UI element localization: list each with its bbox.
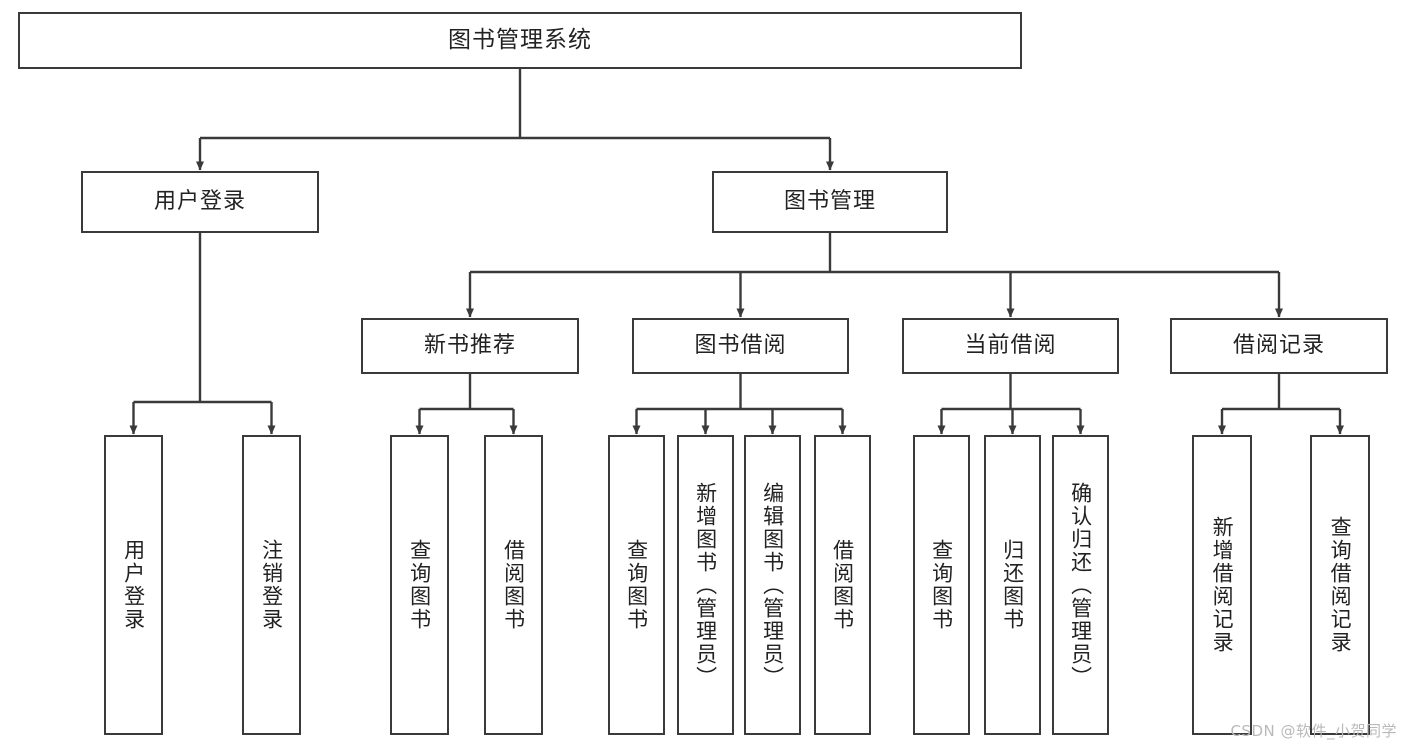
node-label: 用户登录	[121, 539, 146, 631]
leaf-leaf-query-book-borrow[interactable]: 查询图书	[608, 435, 665, 735]
node-label: 借阅记录	[1232, 332, 1325, 358]
node-label: 新增借阅记录	[1210, 516, 1235, 654]
node-new-book-recommend[interactable]: 新书推荐	[361, 318, 579, 374]
node-label: 图书管理系统	[448, 26, 592, 53]
watermark-text: CSDN @软件_小贺同学	[1230, 722, 1397, 740]
node-label: 新书推荐	[423, 332, 516, 358]
node-label: 借阅图书	[501, 539, 526, 631]
node-label: 用户登录	[153, 188, 246, 214]
node-label: 确认归还（管理员）	[1068, 481, 1093, 689]
node-label: 注销登录	[259, 539, 284, 631]
node-book-borrow[interactable]: 图书借阅	[632, 318, 849, 374]
node-borrow-record[interactable]: 借阅记录	[1170, 318, 1388, 374]
leaf-leaf-confirm-return-admin[interactable]: 确认归还（管理员）	[1052, 435, 1109, 735]
leaf-leaf-query-book-rec[interactable]: 查询图书	[390, 435, 449, 735]
node-label: 图书借阅	[694, 332, 787, 358]
leaf-leaf-query-book-current[interactable]: 查询图书	[913, 435, 970, 735]
node-user-login[interactable]: 用户登录	[81, 171, 319, 233]
leaf-leaf-user-logout[interactable]: 注销登录	[242, 435, 301, 735]
node-label: 当前借阅	[964, 332, 1057, 358]
node-book-manage[interactable]: 图书管理	[712, 171, 948, 233]
leaf-leaf-add-borrow-record[interactable]: 新增借阅记录	[1192, 435, 1252, 735]
leaf-leaf-edit-book-admin[interactable]: 编辑图书（管理员）	[744, 435, 801, 735]
node-label: 新增图书（管理员）	[693, 481, 718, 689]
node-current-borrow[interactable]: 当前借阅	[902, 318, 1119, 374]
node-label: 查询图书	[624, 539, 649, 631]
node-label: 查询图书	[407, 539, 432, 631]
leaf-leaf-add-book-admin[interactable]: 新增图书（管理员）	[677, 435, 734, 735]
node-label: 图书管理	[783, 188, 876, 214]
leaf-leaf-query-borrow-record[interactable]: 查询借阅记录	[1310, 435, 1370, 735]
leaf-leaf-return-book[interactable]: 归还图书	[984, 435, 1041, 735]
node-label: 归还图书	[1000, 539, 1025, 631]
node-root[interactable]: 图书管理系统	[18, 12, 1022, 69]
node-label: 查询借阅记录	[1328, 516, 1353, 654]
leaf-leaf-borrow-book[interactable]: 借阅图书	[814, 435, 871, 735]
node-label: 借阅图书	[830, 539, 855, 631]
node-label: 编辑图书（管理员）	[760, 481, 785, 689]
leaf-leaf-borrow-book-rec[interactable]: 借阅图书	[484, 435, 543, 735]
node-label: 查询图书	[929, 539, 954, 631]
leaf-leaf-user-login[interactable]: 用户登录	[104, 435, 163, 735]
